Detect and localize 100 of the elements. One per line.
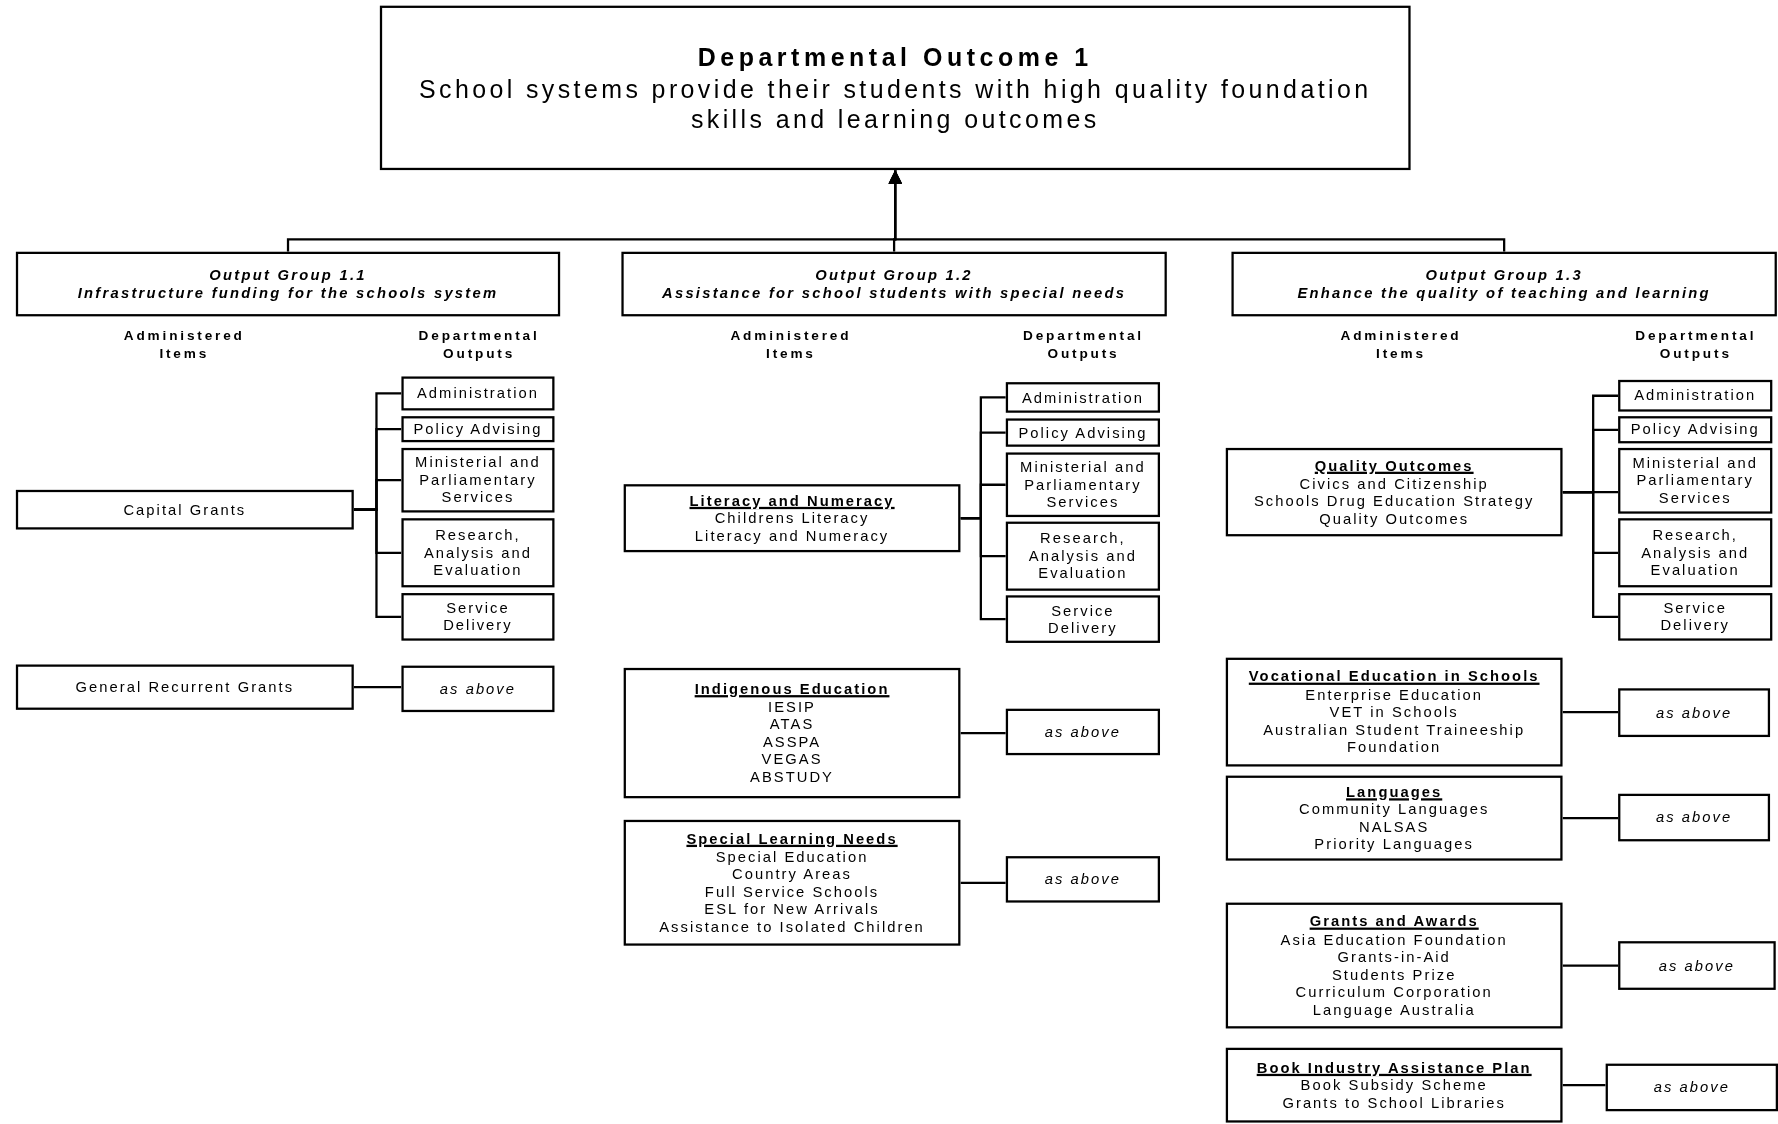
heading-text: Book Industry Assistance Plan: [1256, 1058, 1532, 1077]
item-text: Childrens Literacy: [714, 509, 870, 527]
connector-line: [1562, 710, 1619, 714]
item-text: Service Delivery: [1047, 601, 1119, 637]
output-box: [1005, 382, 1160, 413]
item-text: Policy Advising: [1018, 423, 1148, 442]
item-text: Language Australia: [1312, 1000, 1476, 1019]
item-text: Ministerial and Parliamentary Services: [1019, 458, 1147, 512]
item-text: Capital Grants: [123, 500, 247, 519]
connector-line: [960, 881, 1006, 884]
program-box: [15, 489, 354, 530]
program-box: [1225, 447, 1563, 537]
item-text: Civics and Citizenship: [1299, 474, 1489, 493]
item-text: Research, Analysis and Evaluation: [422, 526, 533, 580]
item-text: Enterprise Education: [1305, 685, 1483, 704]
item-text: Asia Education Foundation: [1280, 930, 1508, 948]
program-box: [623, 484, 961, 553]
note-text: as above: [439, 680, 517, 698]
heading-text: Vocational Education in Schools: [1248, 668, 1540, 686]
item-text: NALSAS: [1358, 818, 1430, 836]
item-text: Service Delivery: [442, 599, 514, 635]
item-text: Research, Analysis and Evaluation: [1640, 526, 1751, 580]
item-text: Book Subsidy Scheme: [1300, 1076, 1488, 1094]
item-text: Australian Student Traineeship Foundation: [1262, 720, 1527, 757]
arrow: [888, 170, 1506, 252]
item-text: Country Areas: [732, 865, 852, 883]
output-box: [1005, 418, 1160, 447]
output-group-box: [621, 251, 1167, 317]
description-text: School systems provide their students with high quality foundation skills and learning outcomes: [417, 73, 1373, 135]
note-text: as above: [1656, 808, 1733, 827]
heading-text: Departmental Outcome 1: [697, 41, 1093, 73]
connector-line: [1562, 817, 1619, 820]
column-heading: Administered Items: [122, 326, 246, 363]
item-text: Administration: [1634, 386, 1757, 405]
outcome-box: [379, 5, 1411, 171]
program-box: [15, 664, 354, 710]
output-box: [401, 593, 555, 641]
description-text: Enhance the quality of teaching and learning: [1297, 284, 1711, 303]
output-box: [1618, 593, 1773, 641]
connector-line: [353, 508, 402, 618]
item-text: Policy Advising: [1630, 420, 1760, 439]
item-text: Literacy and Numeracy: [694, 527, 890, 545]
note-text: as above: [1658, 956, 1735, 975]
item-text: Curriculum Corporation: [1295, 983, 1493, 1001]
column-heading: Departmental Outputs: [1634, 326, 1758, 363]
connector-line: [960, 731, 1006, 735]
item-text: ATAS: [769, 715, 815, 734]
output-box: [1618, 793, 1771, 842]
item-text: Research, Analysis and Evaluation: [1027, 529, 1138, 583]
output-box: [1618, 379, 1773, 412]
description-text: Assistance for school students with special needs: [662, 284, 1127, 303]
output-box: [1618, 518, 1773, 588]
item-text: Service Delivery: [1659, 599, 1731, 635]
program-box: [623, 667, 961, 799]
heading-text: Special Learning Needs: [686, 830, 898, 848]
item-text: Students Prize: [1331, 965, 1457, 984]
note-text: as above: [1653, 1078, 1730, 1097]
item-text: Ministerial and Parliamentary Services: [1631, 454, 1760, 508]
item-text: Quality Outcomes: [1319, 509, 1470, 528]
item-text: ASSPA: [762, 733, 822, 751]
column-heading: Administered Items: [729, 326, 853, 363]
output-box: [401, 376, 555, 411]
output-group-box: [15, 251, 561, 317]
output-box: [1618, 447, 1773, 514]
item-text: VEGAS: [761, 750, 823, 769]
heading-text: Grants and Awards: [1309, 912, 1479, 931]
output-box: [1605, 1063, 1778, 1112]
item-text: Ministerial and Parliamentary Services: [414, 453, 542, 507]
item-text: General Recurrent Grants: [75, 678, 295, 696]
heading-text: Output Group 1.2: [815, 265, 973, 285]
item-text: ABSTUDY: [750, 768, 834, 786]
connector-line: [1562, 491, 1619, 618]
heading-text: Literacy and Numeracy: [689, 491, 895, 510]
connector-line: [960, 517, 1006, 621]
connector-line: [353, 686, 402, 689]
program-box: [1225, 657, 1563, 767]
output-box: [1618, 688, 1771, 738]
program-box: [1225, 775, 1563, 861]
program-box: [1225, 902, 1563, 1029]
output-box: [1005, 708, 1160, 756]
heading-text: Languages: [1346, 783, 1443, 801]
item-text: Administration: [416, 384, 539, 403]
item-text: VET in Schools: [1329, 703, 1459, 721]
output-box: [1618, 941, 1776, 990]
output-box: [401, 447, 555, 513]
item-text: ESL for New Arrivals: [704, 900, 880, 918]
item-text: Policy Advising: [413, 420, 543, 438]
item-text: IESIP: [768, 697, 816, 716]
connector-line: [1562, 1084, 1606, 1087]
note-text: as above: [1656, 703, 1733, 722]
column-heading: Administered Items: [1339, 326, 1463, 363]
program-box: [623, 819, 961, 946]
output-box: [1618, 416, 1773, 444]
output-box: [1005, 521, 1160, 591]
output-box: [1005, 452, 1160, 518]
output-box: [401, 665, 555, 713]
note-text: as above: [1044, 870, 1121, 889]
item-text: Special Education: [715, 847, 869, 866]
note-text: as above: [1044, 723, 1121, 741]
column-heading: Departmental Outputs: [417, 326, 541, 363]
